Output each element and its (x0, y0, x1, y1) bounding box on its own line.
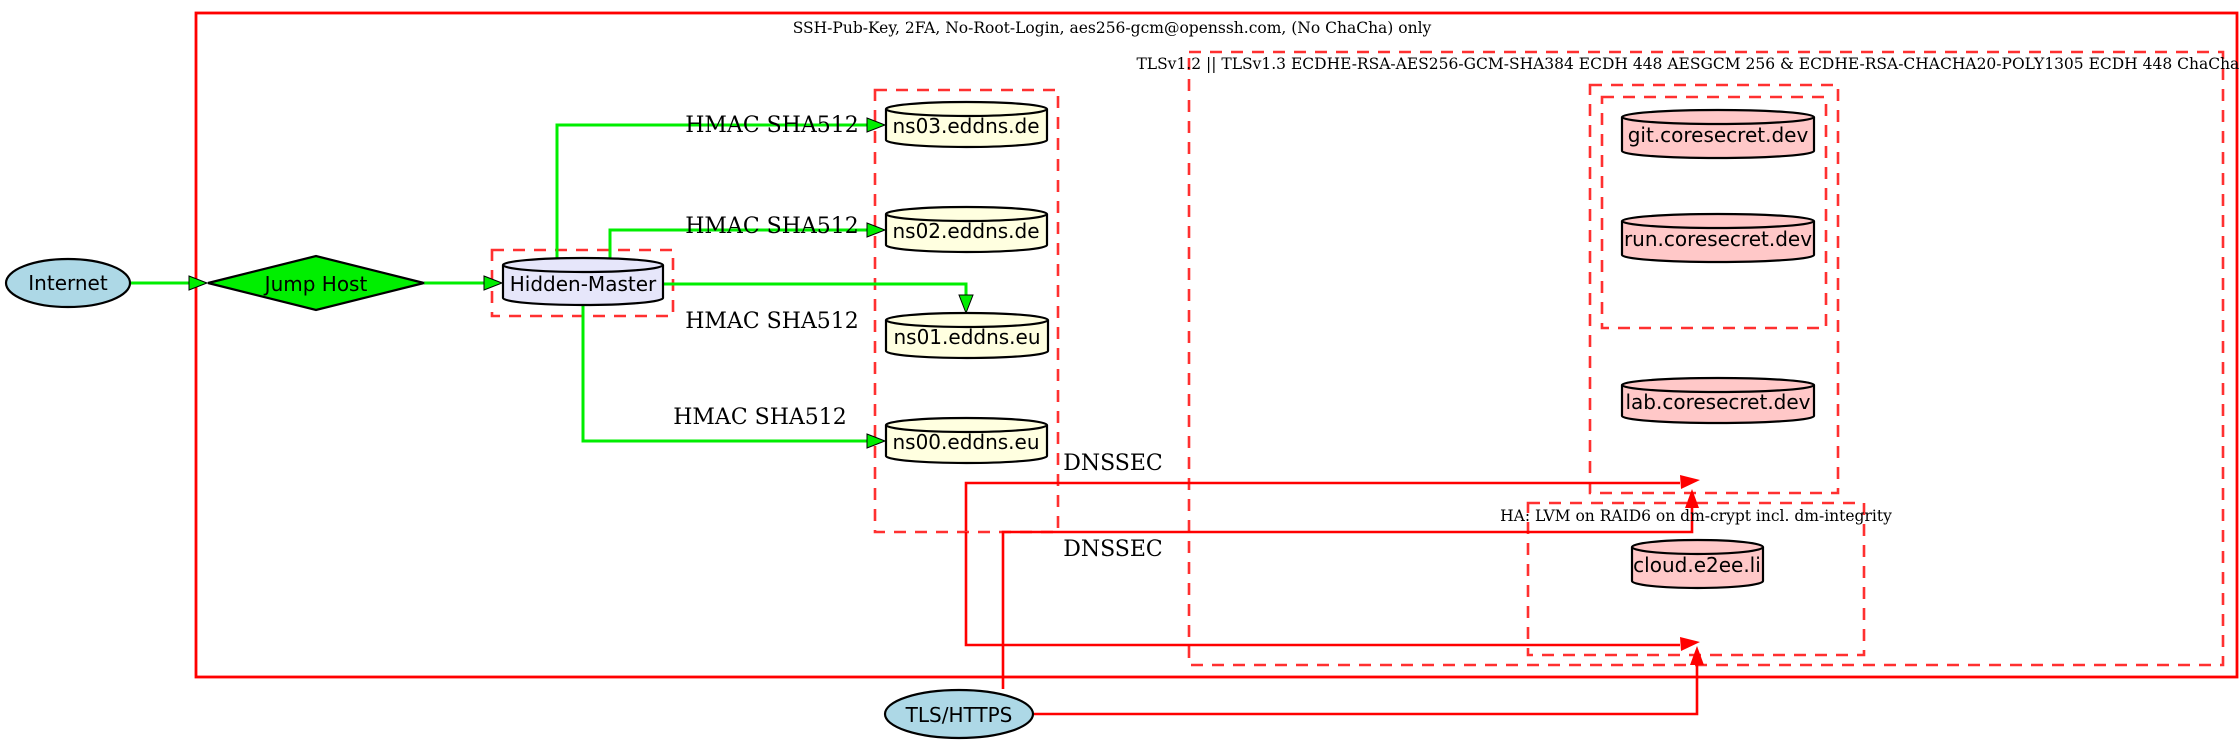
edge-eddns-ha (964, 532, 1680, 647)
arrowhead-master (483, 275, 504, 291)
label-hmac-ns01: HMAC SHA512 (685, 309, 859, 334)
cylinder-cap (884, 319, 1050, 329)
red-edges (964, 481, 1699, 716)
edge-master-ns00 (581, 305, 867, 443)
edge-eddns-coresecret (964, 481, 1680, 531)
label-hmac-ns03: HMAC SHA512 (685, 113, 859, 138)
label-hmac-ns00: HMAC SHA512 (673, 405, 847, 430)
edge-labels: HMAC SHA512 HMAC SHA512 HMAC SHA512 HMAC… (673, 113, 1163, 562)
node-ns00 (884, 416, 1049, 465)
label-internet: Internet (28, 271, 108, 295)
node-run (1620, 212, 1816, 264)
node-jump-host (207, 254, 425, 312)
edge-tls-ha (1033, 664, 1699, 716)
cylinder-body (884, 311, 1050, 360)
dashed-cluster-boxes (490, 50, 2225, 667)
label-dnssec-1: DNSSEC (1063, 451, 1163, 476)
edge-tls-coresecret (1001, 507, 1694, 689)
label-dnssec-2: DNSSEC (1063, 537, 1163, 562)
cylinder-cap (884, 424, 1049, 434)
label-cluster-ha: HA: LVM on RAID6 on dm-crypt incl. dm-in… (1500, 507, 1892, 525)
label-jump-host: Jump Host (263, 272, 368, 296)
label-cloud: cloud.e2ee.li (1633, 553, 1761, 577)
label-run: run.coresecret.dev (1624, 227, 1812, 251)
label-cluster-tls: TLSv1.2 || TLSv1.3 ECDHE-RSA-AES256-GCM-… (1136, 55, 2240, 73)
arrowhead-ns03 (866, 117, 887, 133)
arrowhead-ns00 (866, 433, 887, 449)
node-lab (1620, 376, 1816, 425)
label-tls-https: TLS/HTTPS (905, 703, 1013, 727)
label-ns01: ns01.eddns.eu (893, 325, 1040, 349)
arrowhead-jumphost (188, 275, 209, 291)
cylinder-body (884, 416, 1049, 465)
green-arrowheads (188, 117, 974, 449)
cluster-ssh-box (194, 11, 2239, 679)
red-arrowheads (1680, 475, 1704, 665)
cylinder-cap (1620, 116, 1816, 126)
node-git (1620, 108, 1816, 160)
label-hmac-ns02: HMAC SHA512 (685, 214, 859, 239)
label-git: git.coresecret.dev (1628, 123, 1809, 147)
cylinder-cap (884, 108, 1049, 118)
cluster-coresecret-outer-box (1588, 83, 1840, 495)
cluster-tls-box (1187, 50, 2225, 667)
label-ns02: ns02.eddns.de (892, 219, 1039, 243)
cylinder-cap (1620, 384, 1816, 394)
edge-master-ns01 (663, 282, 968, 295)
arrowhead-ha-1 (1680, 637, 1700, 651)
cylinder-cap (1630, 546, 1765, 556)
node-cloud (1630, 538, 1765, 590)
cluster-labels: SSH-Pub-Key, 2FA, No-Root-Login, aes256-… (793, 19, 2240, 525)
cylinder-cap (501, 264, 665, 274)
node-ns03 (884, 100, 1049, 149)
cylinder-body (884, 100, 1049, 149)
node-tls-https (883, 688, 1035, 740)
cluster-coresecret-inner-box (1600, 95, 1828, 330)
arrowhead-coresecret-2 (1685, 489, 1699, 508)
cylinder-body (884, 205, 1049, 254)
node-ns02 (884, 205, 1049, 254)
node-internet (4, 257, 132, 309)
label-hidden-master: Hidden-Master (510, 272, 657, 296)
label-cluster-ssh: SSH-Pub-Key, 2FA, No-Root-Login, aes256-… (793, 19, 1432, 37)
label-lab: lab.coresecret.dev (1625, 390, 1810, 414)
edge-master-ns03 (555, 123, 867, 258)
cylinder-cap (1620, 220, 1816, 230)
arrowhead-ns02 (866, 222, 887, 238)
cylinder-body (1620, 376, 1816, 425)
arrowhead-ns01 (958, 294, 974, 315)
cylinder-cap (884, 213, 1049, 223)
label-ns00: ns00.eddns.eu (892, 430, 1039, 454)
label-ns03: ns03.eddns.de (892, 114, 1039, 138)
node-ns01 (884, 311, 1050, 360)
node-labels: Internet Jump Host Hidden-Master ns03.ed… (28, 114, 1812, 727)
node-hidden-master (501, 256, 665, 307)
arrowhead-coresecret-1 (1680, 475, 1700, 489)
green-edges (130, 123, 968, 443)
cylinder-body (501, 256, 665, 307)
arrowhead-ha-2 (1690, 646, 1704, 665)
edge-master-ns02 (608, 228, 867, 258)
